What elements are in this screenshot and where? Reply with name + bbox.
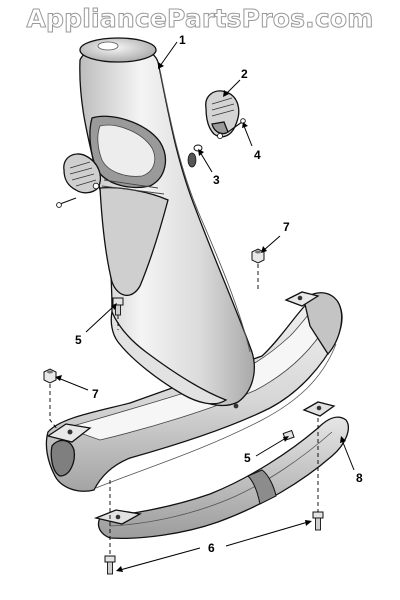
bolt-part-6-right: [312, 511, 324, 531]
callout-3: 3: [213, 173, 220, 187]
watermark-logo: AppliancePartsPros.com: [26, 4, 374, 34]
callout-8: 8: [356, 471, 363, 485]
callout-2: 2: [241, 67, 248, 81]
upright-housing: [79, 37, 255, 407]
knob-right: [205, 90, 240, 139]
nut-part-7-upper: [251, 248, 265, 264]
screw-part-4: [227, 118, 246, 133]
knob-left: [63, 153, 101, 194]
callout-5-lower: 5: [244, 451, 251, 465]
callout-6: 6: [208, 541, 215, 555]
callout-4: 4: [254, 148, 261, 162]
bolt-part-6-left: [104, 555, 116, 575]
bumper-part-8: [93, 401, 349, 539]
assembly-lines: [49, 264, 319, 556]
callout-7-upper: 7: [283, 220, 290, 234]
callout-5-upper: 5: [75, 333, 82, 347]
leader-lines: [55, 41, 355, 572]
washer-part-3: [193, 144, 203, 152]
bolt-part-5-upper: [112, 297, 124, 316]
callout-7-lower: 7: [92, 387, 99, 401]
nut-part-7-lower: [43, 368, 57, 384]
callout-1: 1: [179, 33, 186, 47]
screw-knob-left: [56, 197, 77, 208]
